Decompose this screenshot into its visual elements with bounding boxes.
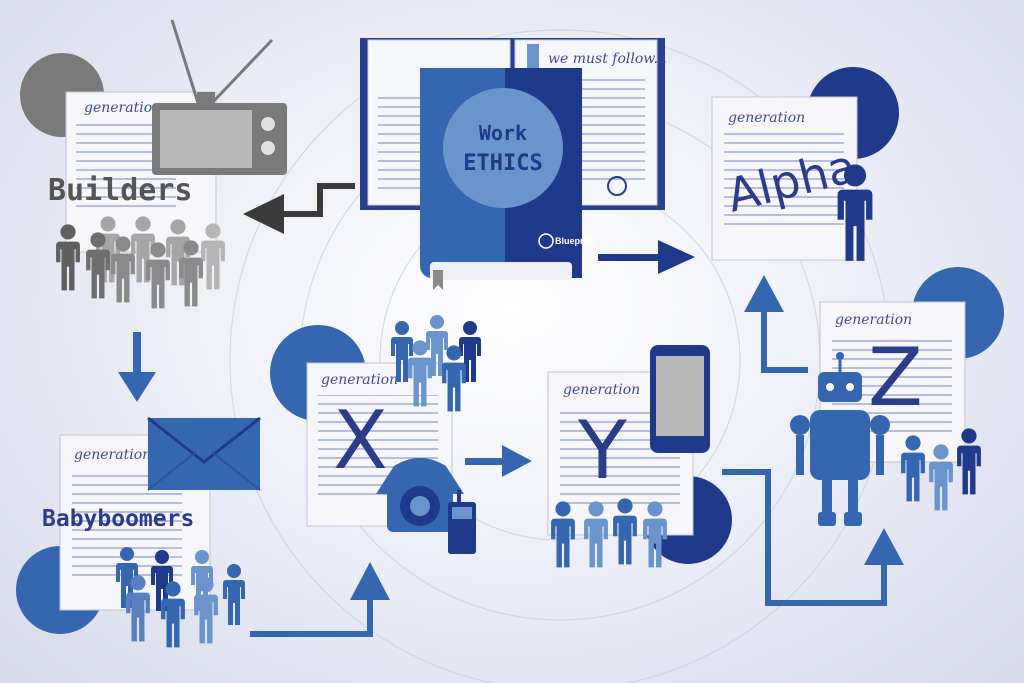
bookmark-icon (433, 270, 443, 290)
book-brand: Blueprint (555, 236, 595, 246)
generation-alpha: generation Alpha (711, 67, 899, 261)
book-title-line1: Work (479, 121, 527, 145)
robot-icon (790, 352, 890, 526)
generation-name: Babyboomers (42, 506, 194, 532)
arrow-x-to-y (465, 445, 532, 477)
arrow-babyboomers-to-x (250, 562, 390, 637)
generation-name: Builders (48, 173, 193, 208)
tv-icon (152, 19, 287, 175)
generation-x: generation X (270, 315, 481, 554)
book-title-line2: ETHICS (463, 151, 542, 176)
doc-header: generation (84, 100, 161, 116)
blueprint-badge-icon (538, 233, 554, 249)
arrow-z-to-alpha (744, 275, 808, 373)
generation-letter: Y (577, 404, 628, 497)
generation-z: generation Z (790, 267, 1004, 526)
envelope-icon (147, 416, 261, 491)
blueprint-logo-icon (607, 176, 627, 196)
doc-header: generation (74, 447, 151, 463)
work-ethics-book: we must follow... Work ETHICS Blueprint (360, 38, 667, 290)
arrow-y-to-z (722, 469, 904, 606)
generation-letter: X (333, 394, 388, 487)
generation-babyboomers: generation Babyboomers (16, 416, 261, 648)
doc-header: generation (321, 372, 398, 388)
mobile-phone-icon (448, 490, 476, 554)
generation-y: generation Y (547, 345, 732, 568)
arrow-builders-to-babyboomers (118, 332, 156, 402)
book-note: we must follow... (548, 51, 667, 67)
arrow-book-to-builders (243, 183, 355, 234)
smartphone-icon (650, 345, 710, 453)
arrow-book-to-alpha (598, 240, 695, 274)
book-title-circle (443, 88, 563, 208)
doc-header: generation (835, 312, 912, 328)
generation-builders: generation Builders (20, 19, 287, 309)
generation-letter: Z (868, 331, 923, 424)
doc-header: generation (563, 382, 640, 398)
rotary-phone-icon (376, 458, 464, 532)
doc-header: generation (728, 110, 805, 126)
